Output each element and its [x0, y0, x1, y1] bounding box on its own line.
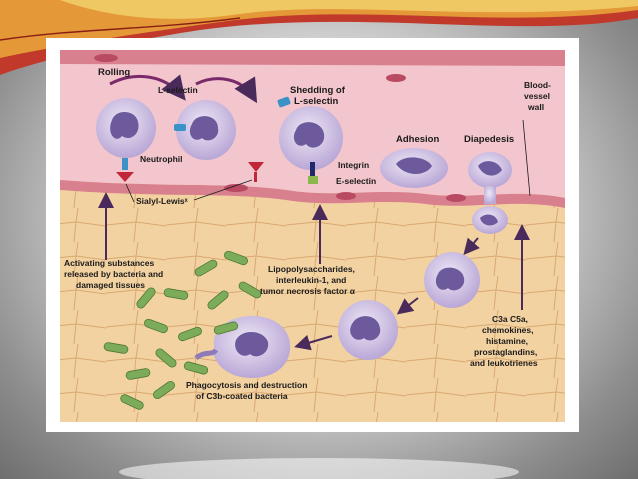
diapedesis-cell [468, 152, 512, 234]
label-l-selectin: L-selectin [158, 85, 198, 95]
figure-frame: Rolling L-selectin Shedding of L-selecti… [46, 38, 579, 432]
label-vessel-3: wall [527, 102, 544, 112]
bacterium [120, 394, 144, 410]
bacterium [144, 318, 168, 334]
l-selectin-icon [174, 124, 186, 131]
label-activating-3: damaged tissues [76, 280, 145, 290]
bacterium [238, 281, 262, 299]
label-adhesion: Adhesion [396, 134, 439, 145]
bacterium [153, 381, 175, 399]
label-lps-2: interleukin-1, and [276, 275, 346, 285]
bacterium [136, 287, 156, 309]
neutrophil-cell [96, 98, 156, 182]
rolling-cell-2 [176, 100, 236, 160]
bacterium [103, 342, 129, 354]
sialyl-leader-2 [193, 179, 253, 201]
bacterium [163, 288, 189, 300]
bacterium [213, 321, 239, 335]
slide-top-swoosh [0, 0, 638, 75]
label-sialyl-lewis: Sialyl-Lewisˣ [136, 196, 189, 206]
label-integrin: Integrin [338, 160, 369, 170]
bacterium [125, 368, 151, 380]
phagocyte-cell [194, 316, 291, 378]
label-vessel-2: vessel [524, 91, 550, 101]
bacteria-cluster [103, 250, 262, 410]
migrating-cell-2 [338, 300, 398, 360]
bacterium [224, 250, 248, 266]
migration-arrow-1 [463, 237, 480, 256]
rolling-arrow [109, 74, 186, 101]
label-lps-3: tumor necrosis factor α [260, 286, 356, 296]
label-diapedesis: Diapedesis [464, 134, 514, 145]
label-activating-1: Activating substances [64, 258, 154, 268]
label-phagocytosis-2: of C3b-coated bacteria [196, 391, 288, 401]
rolling-arrow-2 [195, 76, 258, 104]
leukocyte-extravasation-diagram: Rolling L-selectin Shedding of L-selecti… [60, 50, 565, 422]
migration-arrow-3 [294, 334, 333, 351]
bacterium [194, 259, 218, 277]
label-activating-2: released by bacteria and [64, 269, 163, 279]
label-e-selectin: E-selectin [336, 176, 376, 186]
bacterium [207, 290, 229, 310]
label-c3a-3: histamine, [486, 336, 528, 346]
label-c3a-2: chemokines, [482, 325, 534, 335]
receptor-icon [248, 162, 264, 172]
label-phagocytosis-1: Phagocytosis and destruction [186, 380, 307, 390]
adhesion-cell [380, 148, 448, 188]
label-shedding-2: L-selectin [294, 96, 339, 107]
label-vessel-1: Blood- [524, 80, 551, 90]
migrating-cell-1 [424, 252, 480, 308]
sialyl-leader-1 [125, 183, 135, 203]
label-c3a-1: C3a C5a, [492, 314, 528, 324]
label-rolling: Rolling [98, 67, 130, 78]
label-shedding-1: Shedding of [290, 85, 346, 96]
bacterium [178, 326, 202, 342]
label-c3a-5: and leukotrienes [470, 358, 538, 368]
bacterium [155, 348, 177, 368]
shedding-cell [277, 96, 343, 184]
label-c3a-4: prostaglandins, [474, 347, 537, 357]
bacterium [183, 361, 209, 375]
vessel-wall-leader [522, 119, 531, 197]
slide-bottom-highlight [119, 458, 519, 479]
label-lps-1: Lipopolysaccharides, [268, 264, 355, 274]
label-neutrophil: Neutrophil [140, 154, 183, 164]
migration-arrow-2 [396, 297, 419, 315]
